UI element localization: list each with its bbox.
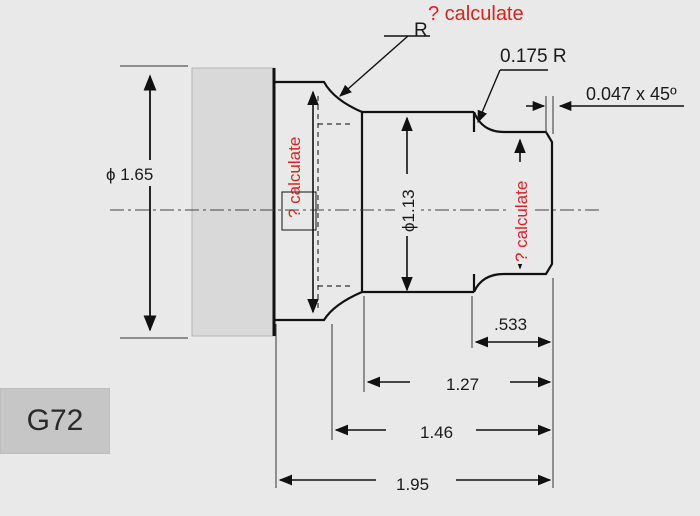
len-146-label: 1.46	[420, 423, 453, 442]
len-195-label: 1.95	[396, 475, 429, 494]
program-tag-label: G72	[26, 404, 84, 437]
radius-calc-label: ? calculate	[428, 3, 524, 25]
end-calc-label-bg	[508, 162, 532, 264]
flange-dia-calc-label: ? calculate	[285, 137, 304, 218]
fillet-leader-diag	[477, 69, 501, 124]
radius-leader	[339, 35, 409, 97]
hidden-lines	[317, 96, 354, 312]
part-profile	[274, 80, 554, 322]
extension-lines	[275, 278, 554, 488]
len-127-label: 1.27	[446, 375, 479, 394]
outer-dia-label-bg	[102, 160, 172, 186]
flange-calc-box	[281, 191, 317, 231]
end-dia-calc-label: ? calculate	[512, 181, 531, 262]
len-533-label: .533	[494, 315, 527, 334]
neck-dia-label: ϕ1.13	[399, 189, 418, 232]
radius-letter: R	[414, 20, 428, 41]
outer-dia-label: ϕ 1.65	[106, 165, 153, 184]
chamfer-label: 0.047 x 45º	[586, 84, 677, 104]
fillet-radius-label: 0.175 R	[500, 46, 567, 67]
program-tag-box: G72	[0, 388, 110, 454]
stock-block	[191, 67, 275, 337]
neck-dia-label-bg	[395, 174, 421, 236]
